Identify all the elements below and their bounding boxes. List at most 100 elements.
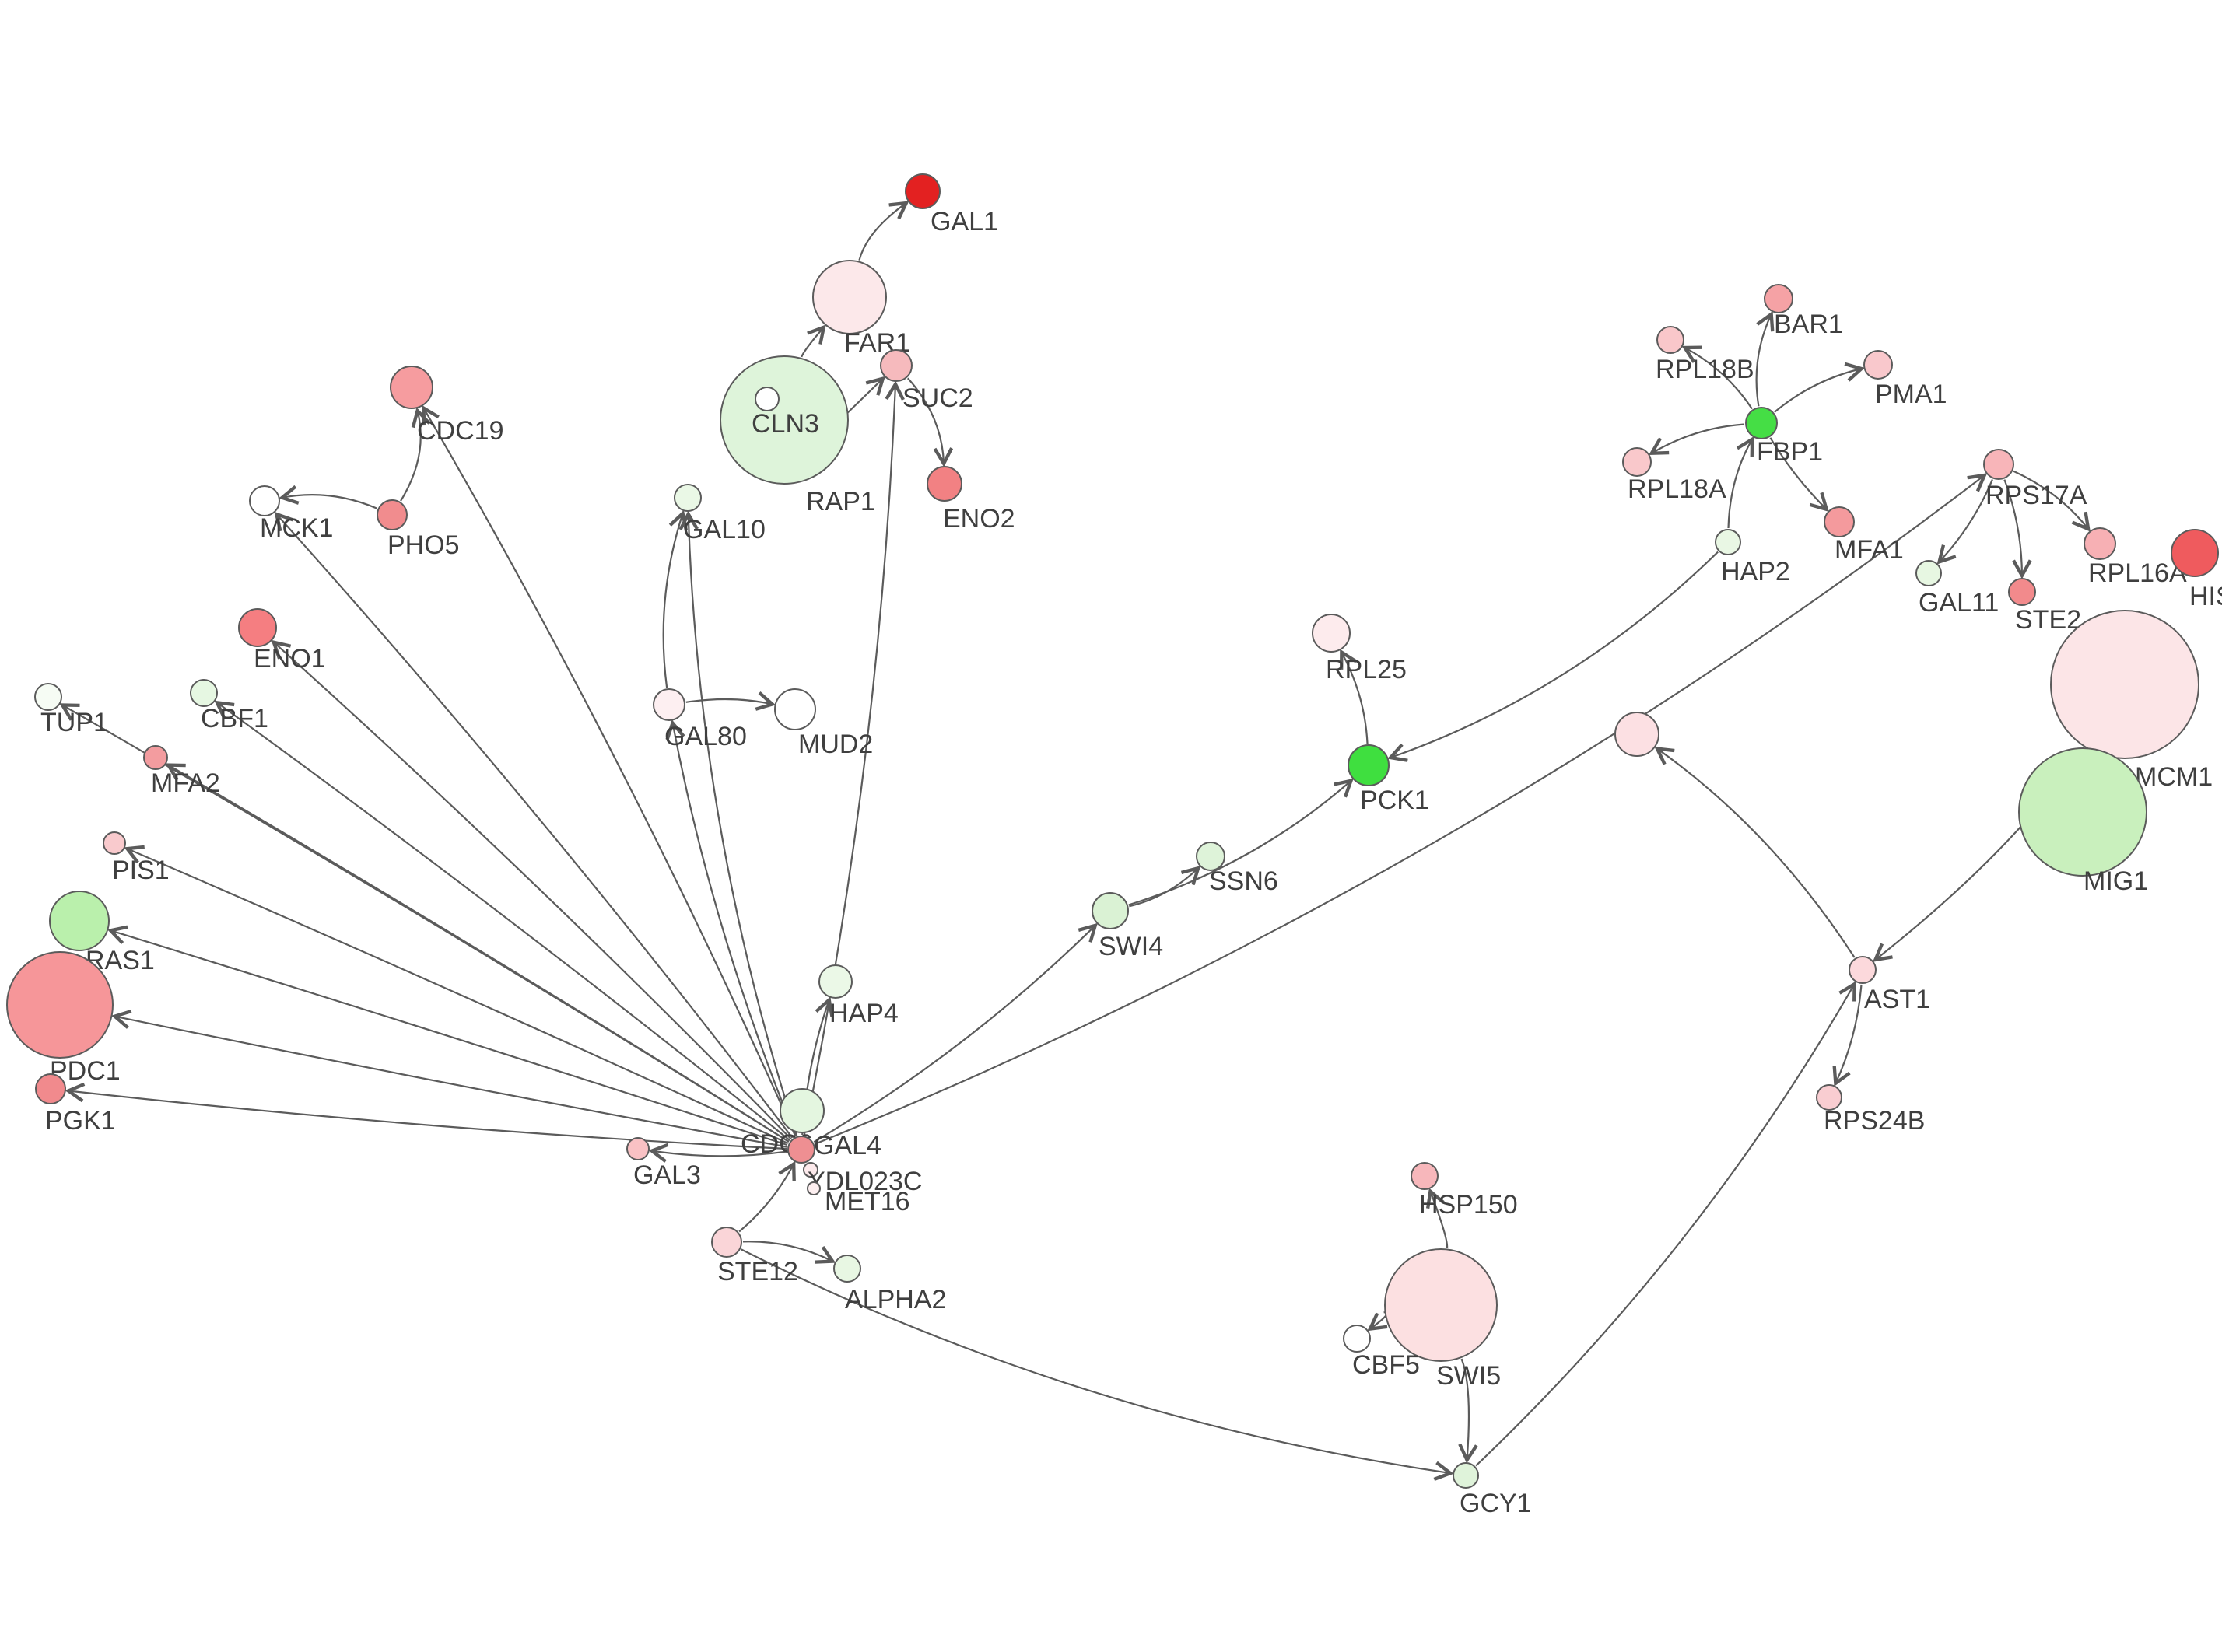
node-YDL023C[interactable] — [803, 1162, 818, 1178]
edge-GAL4-SWI4[interactable] — [813, 926, 1095, 1143]
node-CBF1[interactable] — [190, 679, 218, 707]
node-GAL3[interactable] — [626, 1137, 650, 1160]
edge-HAP2-PCK1[interactable] — [1390, 551, 1719, 758]
node-HSP150[interactable] — [1411, 1162, 1439, 1190]
edge-GAL4-MFA2[interactable] — [168, 765, 790, 1143]
node-GCY1[interactable] — [1453, 1462, 1479, 1489]
node-SSN6[interactable] — [1196, 842, 1225, 871]
edge-FAR1-GAL1[interactable] — [858, 203, 906, 261]
edge-CLN3-FAR1[interactable] — [801, 327, 824, 358]
node-MCM1[interactable] — [2050, 610, 2199, 759]
node-MUD2[interactable] — [774, 688, 816, 730]
node-MFA1[interactable] — [1824, 506, 1855, 537]
node-PDC1[interactable] — [6, 951, 114, 1059]
edge-FBP1-RPL18B[interactable] — [1684, 348, 1753, 410]
edge-GAL4-MCK1[interactable] — [276, 514, 794, 1139]
node-MET16[interactable] — [807, 1181, 821, 1195]
node-MCK1[interactable] — [249, 485, 280, 516]
node-RPL18B[interactable] — [1656, 326, 1684, 354]
node-CDC19[interactable] — [390, 366, 433, 409]
edge-FBP1-RPL18A[interactable] — [1652, 423, 1745, 453]
node-PIS1[interactable] — [103, 831, 126, 855]
edge-GAL4-GAL80[interactable] — [673, 723, 797, 1136]
node-CDC6[interactable] — [780, 1088, 825, 1133]
node-RPL16A[interactable] — [2084, 527, 2116, 560]
node-CLN3[interactable] — [720, 355, 849, 485]
edge-SUC2-ENO2[interactable] — [906, 377, 944, 464]
edge-GAL4-GAL10[interactable] — [689, 514, 798, 1136]
node-FBP1[interactable] — [1745, 407, 1778, 439]
unlabeled-node-n2[interactable] — [1614, 712, 1659, 757]
edge-GAL4-RPS17A[interactable] — [815, 475, 1985, 1145]
node-label-AST1: AST1 — [1864, 985, 1930, 1014]
edge-SWI5-HSP150[interactable] — [1430, 1192, 1449, 1248]
edge-GCY1-AST1[interactable] — [1475, 984, 1855, 1467]
node-PCK1[interactable] — [1348, 744, 1390, 786]
edge-SWI5-GCY1[interactable] — [1462, 1358, 1469, 1460]
node-CBF5[interactable] — [1343, 1325, 1371, 1353]
node-RPL25[interactable] — [1312, 614, 1351, 653]
node-SUC2[interactable] — [880, 349, 913, 382]
node-MIG1[interactable] — [2018, 747, 2147, 877]
node-PGK1[interactable] — [35, 1073, 66, 1104]
edge-GAL4-ENO1[interactable] — [274, 642, 792, 1140]
node-label-MCK1: MCK1 — [260, 513, 333, 543]
node-RPS17A[interactable] — [1983, 449, 2014, 480]
edge-PHO5-CDC19[interactable] — [400, 411, 421, 502]
node-FAR1[interactable] — [812, 260, 887, 334]
edge-STE12-GAL4[interactable] — [738, 1164, 794, 1233]
node-RAS1[interactable] — [49, 891, 110, 951]
node-RPS24B[interactable] — [1816, 1084, 1842, 1111]
edge-AST1-N2[interactable] — [1657, 749, 1856, 958]
edge-PHO5-MCK1[interactable] — [282, 495, 378, 509]
node-PHO5[interactable] — [377, 499, 408, 530]
edge-HAP2-FBP1[interactable] — [1727, 439, 1752, 529]
node-HAP4[interactable] — [818, 964, 853, 999]
edge-GAL80-GAL10[interactable] — [662, 513, 683, 688]
edge-GAL4-PDC1[interactable] — [114, 1017, 787, 1148]
edge-SWI5-CBF5[interactable] — [1370, 1311, 1388, 1328]
node-label-MFA2: MFA2 — [151, 768, 220, 798]
edge-GAL4-RAS1[interactable] — [110, 930, 788, 1146]
edge-GAL4-PGK1[interactable] — [68, 1091, 787, 1150]
edge-GAL4-PIS1[interactable] — [128, 849, 789, 1145]
node-PMA1[interactable] — [1863, 350, 1893, 380]
edge-SWI4-PCK1[interactable] — [1128, 781, 1351, 906]
edge-RPS17A-STE2[interactable] — [2003, 479, 2022, 576]
node-GAL1[interactable] — [905, 173, 941, 209]
node-RPL18A[interactable] — [1622, 447, 1652, 477]
node-ENO1[interactable] — [238, 608, 277, 647]
node-AST1[interactable] — [1849, 956, 1877, 984]
node-SWI4[interactable] — [1092, 892, 1129, 929]
node-MFA2[interactable] — [143, 745, 168, 770]
node-GAL80[interactable] — [653, 688, 685, 721]
node-TUP1[interactable] — [34, 683, 62, 711]
edge-STE12-ALPHA2[interactable] — [742, 1241, 832, 1261]
edge-GAL4-CBF1[interactable] — [217, 702, 790, 1141]
node-GAL10[interactable] — [674, 484, 702, 512]
edge-GAL80-MUD2[interactable] — [685, 699, 773, 704]
node-ENO2[interactable] — [927, 466, 962, 502]
node-ALPHA2[interactable] — [833, 1255, 861, 1283]
edge-PCK1-RPL25[interactable] — [1341, 653, 1369, 744]
edge-STE12-GCY1[interactable] — [741, 1248, 1450, 1473]
edge-RPS17A-GAL11[interactable] — [1940, 478, 1993, 562]
edge-RPS17A-RPL16A[interactable] — [2013, 470, 2088, 529]
node-SWI5[interactable] — [1384, 1248, 1498, 1362]
unlabeled-node-n1[interactable] — [755, 387, 780, 411]
node-STE2[interactable] — [2008, 578, 2036, 606]
node-HIS4[interactable] — [2171, 529, 2219, 577]
node-BAR1[interactable] — [1764, 284, 1793, 313]
edge-GAL4-CDC19[interactable] — [424, 408, 797, 1137]
node-GAL11[interactable] — [1915, 560, 1942, 586]
edge-FBP1-PMA1[interactable] — [1774, 369, 1862, 413]
node-HAP2[interactable] — [1715, 529, 1741, 555]
edge-FBP1-BAR1[interactable] — [1755, 314, 1772, 407]
node-STE12[interactable] — [711, 1227, 742, 1258]
edge-GAL4-GAL3[interactable] — [652, 1151, 787, 1157]
edge-FBP1-MFA1[interactable] — [1769, 437, 1826, 509]
node-GAL4[interactable] — [787, 1136, 815, 1164]
edge-AST1-RPS24B[interactable] — [1835, 984, 1863, 1083]
edge-GAL4-SUC2[interactable] — [803, 384, 895, 1136]
